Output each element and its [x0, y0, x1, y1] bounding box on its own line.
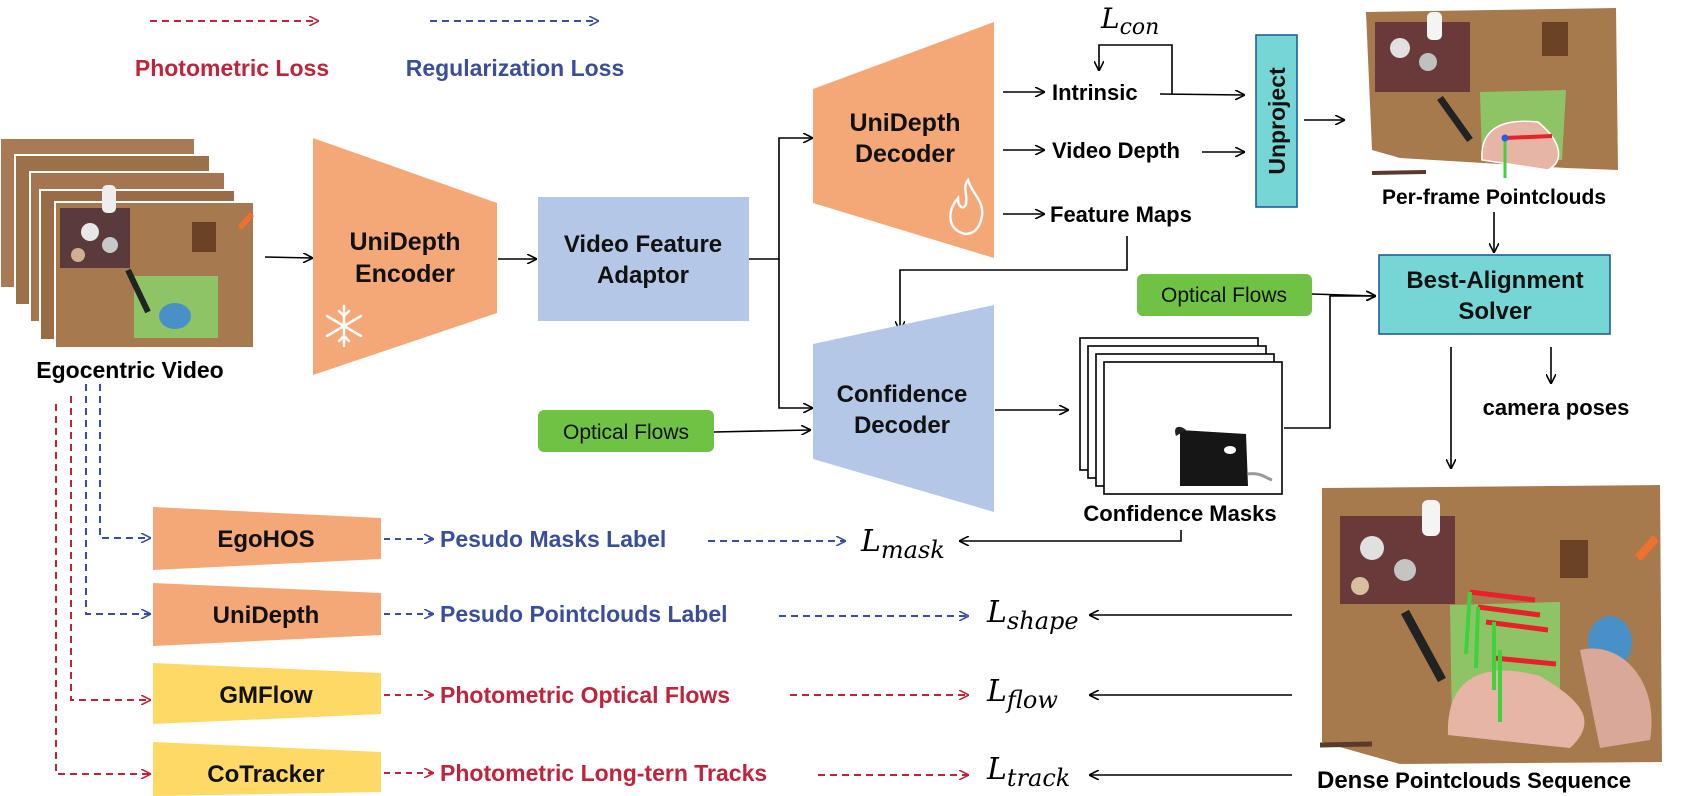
photo-line-cotracker — [55, 404, 150, 774]
unproject-block — [1255, 34, 1298, 208]
solver-label-line2: Solver — [1458, 298, 1531, 325]
confidence-decoder-block — [813, 305, 994, 512]
adaptor-label-line1: Video Feature — [564, 231, 722, 258]
egocentric-video-label: Egocentric Video — [36, 357, 223, 383]
axis-x-red — [1504, 134, 1553, 140]
dense-pointclouds-label: Dense Pointclouds Sequence — [1317, 767, 1631, 794]
loss-mask: Lmask — [860, 524, 945, 564]
confidence-label-line2: Decoder — [854, 412, 950, 439]
gmflow-block — [153, 663, 381, 724]
video-depth-label: Video Depth — [1052, 138, 1180, 163]
loss-flow: Lflow — [986, 674, 1058, 714]
arrow-intrinsic-to-unproject — [1159, 94, 1244, 95]
gmflow-label: GMFlow — [219, 682, 313, 709]
encoder-label-line1: UniDepth — [349, 228, 460, 256]
arrow-adaptor-to-confidence — [778, 259, 812, 408]
adaptor-label-line2: Adaptor — [597, 262, 689, 289]
egohos-label: EgoHOS — [217, 526, 314, 553]
cotracker-block — [153, 742, 381, 796]
legend-regularization-label: Regularization Loss — [406, 55, 625, 81]
optical-flows-left-box — [538, 410, 714, 452]
arrow-video-to-encoder — [264, 257, 312, 258]
photo-line-gmflow — [70, 396, 150, 700]
arrow-adaptor-to-decoder — [749, 138, 812, 260]
photometric-flows-label: Photometric Optical Flows — [440, 682, 730, 708]
confidence-label-line1: Confidence — [837, 381, 968, 408]
cotracker-label: CoTracker — [207, 761, 324, 788]
optical-flows-top-box — [1137, 274, 1312, 316]
unidepth-supervisor-block — [153, 583, 381, 646]
optical-flows-left-label: Optical Flows — [563, 421, 689, 444]
optical-flows-top-label: Optical Flows — [1161, 284, 1287, 307]
intrinsic-label: Intrinsic — [1052, 80, 1138, 105]
arrow-masks-to-lmask — [960, 530, 1182, 541]
snowflake-icon — [325, 304, 363, 348]
pseudo-masks-label: Pesudo Masks Label — [440, 526, 666, 552]
confidence-masks-stack — [1079, 337, 1283, 495]
loss-track: Ltrack — [986, 752, 1070, 792]
egocentric-video-frames — [0, 137, 255, 349]
confidence-masks-label: Confidence Masks — [1083, 501, 1276, 526]
flame-icon — [949, 177, 984, 236]
feature-maps-label: Feature Maps — [1050, 202, 1192, 227]
per-frame-pointcloud-image — [1366, 8, 1618, 178]
loss-con-loop — [1099, 44, 1173, 94]
video-feature-adaptor-block — [538, 197, 749, 321]
legend-photometric-label: Photometric Loss — [135, 55, 329, 81]
solver-label-line1: Best-Alignment — [1406, 267, 1583, 294]
unidepth-decoder-block — [813, 22, 994, 258]
arrow-featuremaps-to-confidence — [900, 236, 1128, 330]
per-frame-pointclouds-label: Per-frame Pointclouds — [1382, 186, 1606, 209]
photometric-tracks-label: Photometric Long-tern Tracks — [440, 760, 767, 786]
egohos-block — [153, 507, 381, 570]
unproject-label: Unproject — [1264, 67, 1290, 175]
camera-poses-label: camera poses — [1483, 395, 1630, 420]
decoder-label-line1: UniDepth — [849, 109, 960, 137]
dense-pointcloud-image — [1319, 485, 1662, 764]
reg-line-unidepth — [85, 384, 150, 614]
pseudo-pointclouds-label: Pesudo Pointclouds Label — [440, 601, 728, 627]
best-alignment-solver-block — [1378, 254, 1611, 335]
loss-shape: Lshape — [986, 595, 1079, 635]
encoder-label-line2: Encoder — [355, 260, 455, 288]
unidepth-supervisor-label: UniDepth — [213, 602, 320, 629]
arrow-flows-to-confidence — [713, 430, 810, 432]
loss-con-label: Lcon — [1100, 2, 1159, 40]
arrow-masks-to-solver — [1284, 296, 1375, 429]
decoder-label-line2: Decoder — [855, 140, 955, 168]
reg-line-egohos — [99, 384, 150, 538]
